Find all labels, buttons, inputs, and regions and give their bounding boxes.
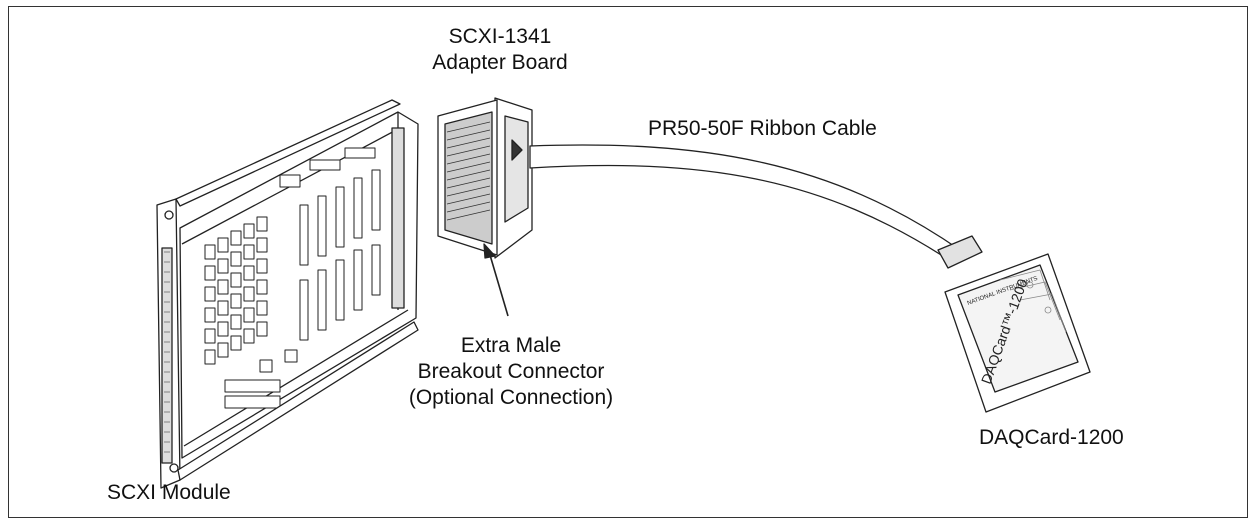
daqcard-traces [999, 269, 1067, 333]
cable-end-connector [937, 235, 983, 269]
module-bottom-rail [177, 321, 419, 481]
module-connector-pins [164, 251, 170, 453]
breakout-connector-label: Extra Male Breakout Connector (Optional … [376, 333, 646, 411]
daqcard-label-area [957, 264, 1079, 393]
adapter-terminals [446, 121, 491, 221]
adapter-board-label-line1: SCXI-1341 [448, 25, 552, 48]
scxi-module-label: SCXI Module [107, 481, 231, 504]
adapter-board-label: SCXI-1341 Adapter Board [425, 24, 575, 76]
breakout-connector-label-line1: Extra Male [460, 334, 562, 357]
module-front-connector [161, 247, 173, 464]
breakout-connector-label-line2: Breakout Connector [417, 360, 605, 383]
daqcard-label: DAQCard-1200 [979, 426, 1124, 449]
ribbon-cable [529, 144, 961, 263]
module-top-screw [164, 210, 174, 220]
adapter-board-label-line2: Adapter Board [432, 51, 568, 74]
module-rear-connector [391, 127, 405, 309]
adapter-connector-shell [504, 115, 529, 223]
adapter-terminal-block [444, 111, 493, 245]
module-chips [204, 147, 381, 409]
module-bottom-screw [169, 463, 179, 473]
breakout-pointer-arrow [483, 243, 509, 317]
scxi-module [156, 99, 419, 489]
module-top-rail [175, 99, 401, 207]
adapter-board [437, 97, 533, 259]
breakout-connector-label-line3: (Optional Connection) [408, 386, 614, 409]
daqcard-1200 [944, 253, 1091, 413]
ribbon-cable-label: PR50-50F Ribbon Cable [648, 117, 877, 140]
adapter-logo-mark [511, 139, 523, 161]
